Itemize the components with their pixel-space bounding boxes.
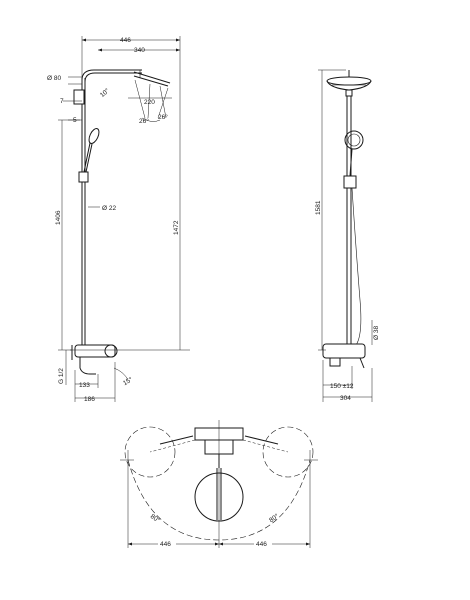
- plan-view: 80° 80° 446 446: [120, 420, 318, 548]
- left-swivel-circle: [124, 426, 176, 478]
- dim-1581: 1581: [315, 200, 322, 215]
- dim-7: 7: [60, 98, 64, 105]
- dim-446-top: 446: [120, 37, 131, 44]
- front-view: 446 340 Ø 80 10° 220 26° 26° 7 5 Ø 22 14…: [47, 36, 190, 403]
- dim-1472: 1472: [173, 220, 180, 235]
- dim-plan-left: 446: [160, 541, 171, 548]
- dim-186: 186: [84, 396, 95, 403]
- dim-5: 5: [73, 117, 77, 124]
- side-hand-shower: [343, 130, 364, 189]
- front-mixer: [71, 344, 118, 375]
- front-shower-head: [133, 70, 171, 87]
- dim-angle-26b: 26°: [158, 113, 168, 121]
- dim-plan-right: 446: [256, 541, 267, 548]
- dim-angle-15: 15°: [122, 375, 135, 387]
- front-hand-shower: [78, 128, 100, 183]
- side-view: 1581 Ø 38 150 ±12 304: [315, 69, 380, 402]
- dim-diameter-38: Ø 38: [373, 326, 380, 340]
- dim-304: 304: [340, 395, 351, 402]
- dim-diameter-22: Ø 22: [102, 205, 116, 212]
- dim-1406: 1406: [55, 210, 62, 225]
- dim-thread: G 1/2: [58, 368, 65, 384]
- dim-angle-26a: 26°: [139, 117, 149, 125]
- dim-133: 133: [79, 382, 90, 389]
- dim-150: 150 ±12: [330, 383, 354, 390]
- side-shower-head: [326, 70, 372, 97]
- dim-220: 220: [144, 99, 155, 106]
- side-mixer: [322, 343, 366, 369]
- dim-diameter-80: Ø 80: [47, 75, 61, 82]
- dim-340: 340: [134, 47, 145, 54]
- right-swivel-circle: [262, 426, 314, 478]
- dim-swivel-right: 80°: [268, 512, 281, 524]
- dim-swivel-left: 80°: [149, 512, 162, 524]
- dim-angle-10: 10°: [98, 86, 111, 99]
